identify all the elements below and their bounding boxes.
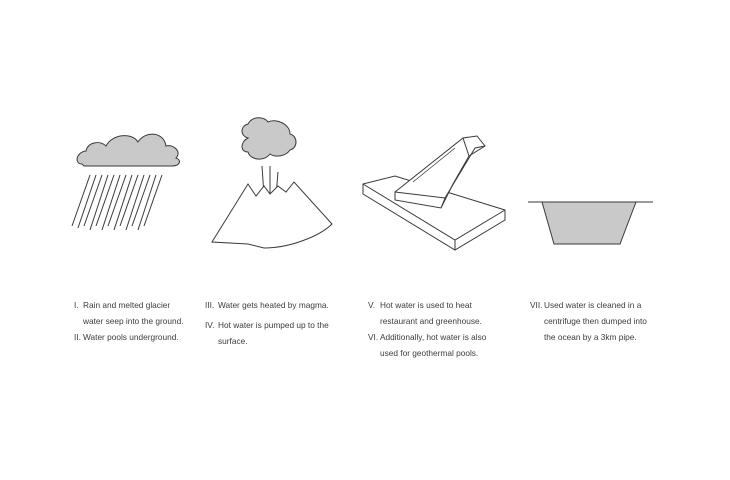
- step-text: Used water is cleaned in a: [544, 300, 642, 310]
- step-text: surface.: [218, 336, 248, 346]
- greenhouse-icon: [355, 132, 530, 257]
- step-text: Water pools underground.: [83, 332, 179, 342]
- step-item-3: III. Water gets heated by magma.: [205, 297, 329, 313]
- step-number: IV.: [205, 320, 215, 330]
- step-item-4: IV. Hot water is pumped up to the surfac…: [205, 317, 329, 349]
- step-item-6: VI. Additionally, hot water is also used…: [368, 329, 486, 361]
- step-item-5: V. Hot water is used to heat restaurant …: [368, 297, 486, 329]
- caption-stage-4: VII. Used water is cleaned in a centrifu…: [530, 297, 647, 345]
- step-text: water seep into the ground.: [83, 316, 184, 326]
- rain-cloud-icon: [60, 120, 200, 240]
- step-text: the ocean by a 3km pipe.: [544, 332, 637, 342]
- step-number: V.: [368, 300, 376, 310]
- step-number: VI.: [368, 332, 379, 342]
- step-number: VII.: [530, 300, 543, 310]
- step-item-7: VII. Used water is cleaned in a centrifu…: [530, 297, 647, 345]
- caption-stage-1: I. Rain and melted glacier water seep in…: [74, 297, 184, 345]
- step-item-1: I. Rain and melted glacier water seep in…: [74, 297, 184, 329]
- step-text: Additionally, hot water is also: [380, 332, 487, 342]
- step-text: used for geothermal pools.: [380, 348, 479, 358]
- step-text: Water gets heated by magma.: [218, 300, 329, 310]
- volcano-icon: [200, 112, 340, 252]
- step-text: restaurant and greenhouse.: [380, 316, 482, 326]
- caption-stage-2: III. Water gets heated by magma. IV. Hot…: [205, 297, 329, 349]
- step-number: III.: [205, 300, 215, 310]
- step-text: Hot water is pumped up to the: [218, 320, 329, 330]
- step-item-2: II. Water pools underground.: [74, 329, 184, 345]
- centrifuge-basin-icon: [528, 196, 654, 248]
- step-number: II.: [74, 332, 81, 342]
- step-number: I.: [74, 300, 79, 310]
- step-text: Rain and melted glacier: [83, 300, 171, 310]
- step-text: centrifuge then dumped into: [544, 316, 647, 326]
- caption-stage-3: V. Hot water is used to heat restaurant …: [368, 297, 486, 361]
- step-text: Hot water is used to heat: [380, 300, 472, 310]
